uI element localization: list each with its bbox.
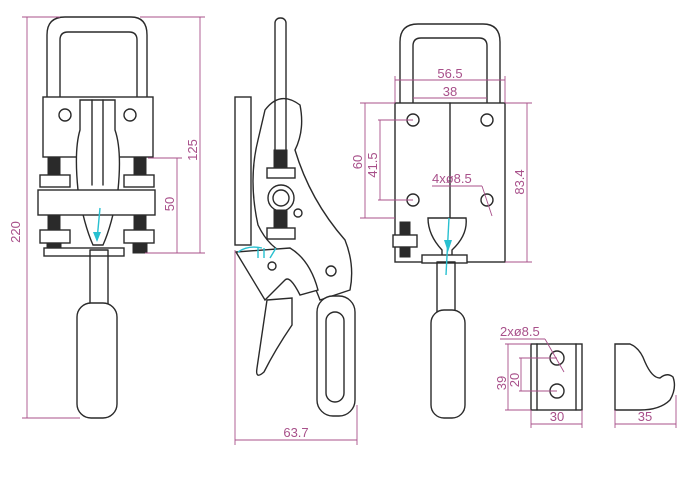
hook-profile bbox=[614, 343, 676, 411]
pivot-bushing-inner bbox=[272, 189, 290, 207]
nut bbox=[39, 174, 71, 188]
pivot-hole bbox=[325, 265, 337, 277]
rivet bbox=[58, 108, 72, 122]
handle-grip bbox=[316, 295, 356, 417]
dim-plate-hole-spacing: 20 bbox=[507, 373, 522, 387]
base-flange bbox=[421, 254, 468, 264]
handle-shank bbox=[89, 249, 109, 306]
mount-hole bbox=[480, 113, 494, 127]
leader-line bbox=[544, 338, 565, 373]
base-plate bbox=[234, 96, 252, 246]
dim-outer-width: 56.5 bbox=[437, 66, 462, 81]
pointer-line bbox=[237, 246, 277, 259]
nut bbox=[123, 174, 155, 188]
dim-plate-height: 39 bbox=[494, 376, 509, 390]
u-shackle bbox=[46, 16, 148, 101]
plate-hole-callout: 2xø8.5 bbox=[500, 324, 540, 339]
u-shackle bbox=[399, 23, 501, 104]
dim-plate-width: 30 bbox=[550, 409, 564, 424]
bolt-end bbox=[132, 242, 148, 254]
nut bbox=[39, 229, 71, 244]
pointer-arrow bbox=[93, 232, 101, 242]
leader-line bbox=[481, 185, 493, 217]
lower-bracket bbox=[234, 247, 319, 302]
handle-slot bbox=[325, 311, 345, 403]
pivot-hole bbox=[293, 208, 303, 218]
mount-hole bbox=[480, 193, 494, 207]
pivot-bushing bbox=[267, 184, 295, 212]
hook-profile-view: 35 bbox=[614, 343, 677, 428]
hook-jaw bbox=[255, 297, 293, 376]
rear-view: 56.5 38 60 41.5 83.4 4xø8.5 bbox=[350, 23, 532, 419]
handle-grip bbox=[76, 302, 118, 419]
nut bbox=[266, 167, 296, 179]
nut bbox=[266, 227, 296, 240]
nut bbox=[392, 234, 418, 248]
u-shackle-inner bbox=[59, 31, 138, 101]
dim-depth: 63.7 bbox=[283, 425, 308, 440]
u-shackle-inner bbox=[412, 37, 488, 104]
lever-arm bbox=[252, 97, 353, 301]
dim-hook-width: 35 bbox=[638, 409, 652, 424]
base-flange bbox=[43, 247, 125, 257]
dim-overall-height: 220 bbox=[8, 221, 23, 243]
catch-plate bbox=[530, 343, 583, 411]
pointer-arrow bbox=[444, 240, 452, 252]
dim-hole-spacing-y: 41.5 bbox=[365, 152, 380, 177]
catch-plate-view: 2xø8.5 39 20 30 bbox=[494, 324, 583, 428]
threaded-bolt bbox=[273, 149, 288, 171]
nut bbox=[123, 229, 155, 244]
rivet bbox=[123, 108, 137, 122]
front-view: 220 125 50 bbox=[8, 16, 205, 419]
cross-bar bbox=[37, 189, 156, 216]
dim-upper-height: 125 bbox=[185, 139, 200, 161]
dim-body-height: 83.4 bbox=[512, 169, 527, 194]
handle-grip bbox=[430, 309, 466, 419]
pivot-hole bbox=[267, 261, 277, 271]
dim-hole-spacing-x: 38 bbox=[443, 84, 457, 99]
side-view: 63.7 bbox=[234, 17, 358, 445]
dim-height-60: 60 bbox=[350, 155, 365, 169]
hole-callout: 4xø8.5 bbox=[432, 171, 472, 186]
dim-bolt-spacing: 50 bbox=[162, 197, 177, 211]
